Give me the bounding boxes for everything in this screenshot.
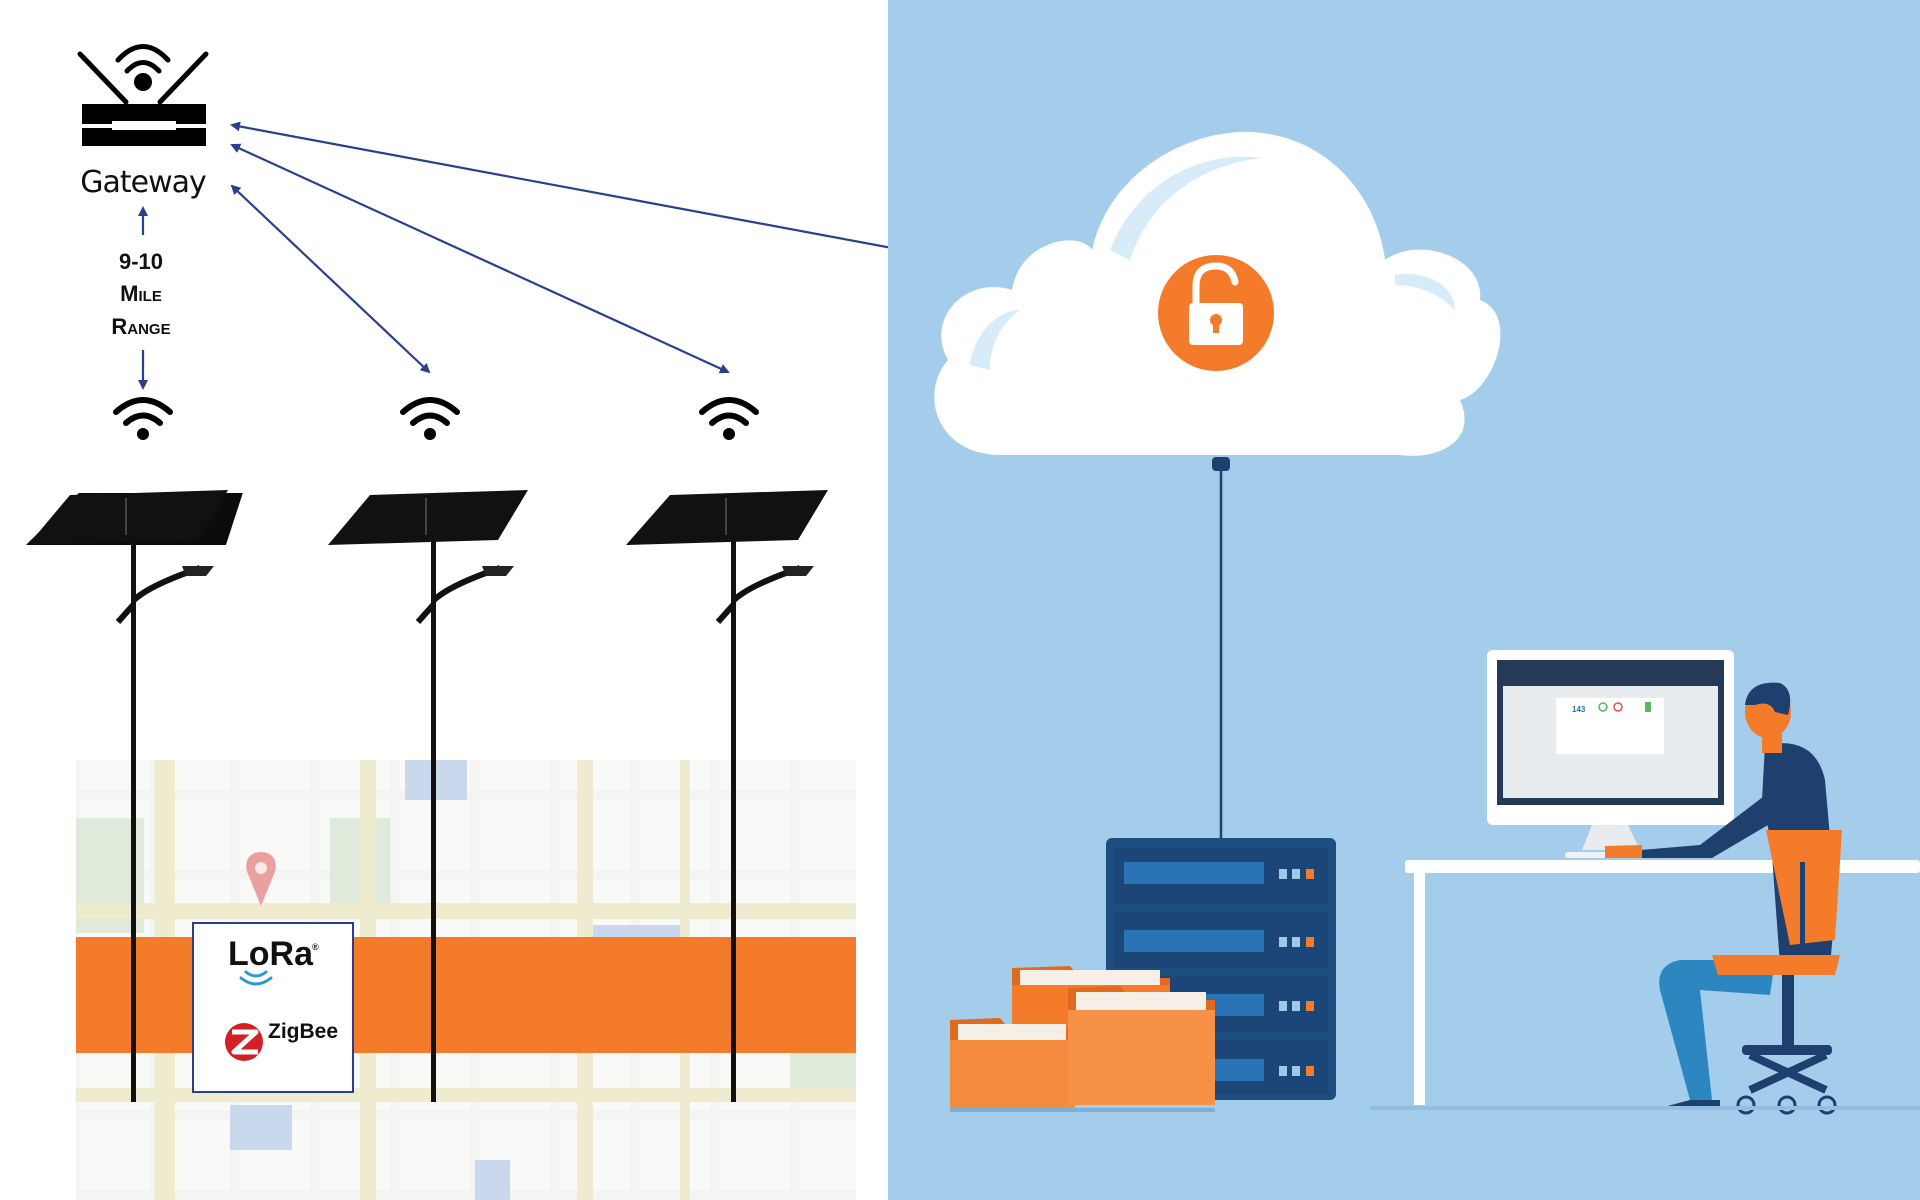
street-map (76, 760, 856, 1200)
solar-street-light-1 (25, 490, 243, 1102)
cloud-lock-icon (1158, 255, 1274, 371)
wifi-icon-light-1 (113, 397, 173, 440)
office-chair-icon (1712, 830, 1842, 1115)
range-value: 9-10 (119, 249, 163, 274)
wifi-icon-light-3 (699, 397, 759, 440)
wifi-icon-light-2 (400, 397, 460, 440)
range-word: Range (111, 314, 170, 339)
lora-signal-icon (239, 970, 273, 986)
server-unit-2 (1114, 912, 1328, 968)
gateway-label: Gateway (80, 165, 206, 200)
location-pin-icon (246, 852, 276, 906)
cloud-server-cable (1212, 457, 1230, 840)
lora-registered-mark: ® (312, 942, 319, 952)
zigbee-logo-label: ZigBee (268, 1020, 338, 1043)
lora-logo-label: LoRa (228, 935, 314, 973)
solar-street-light-2 (328, 490, 528, 1102)
solar-street-light-3 (626, 490, 828, 1102)
monitor-metric-value: 143 (1572, 705, 1586, 714)
server-rack-icon (1106, 838, 1336, 1100)
server-unit-1 (1114, 848, 1328, 904)
range-label: 9-10 Mile Range (111, 249, 170, 339)
folders-icon (950, 966, 1215, 1112)
protocol-box: LoRa ® ZigBee (192, 922, 354, 1093)
range-unit: Mile (120, 281, 162, 306)
gateway-router-icon (77, 44, 209, 146)
zigbee-logo-icon (225, 1023, 263, 1061)
monitor-icon: 143 (1487, 650, 1734, 858)
